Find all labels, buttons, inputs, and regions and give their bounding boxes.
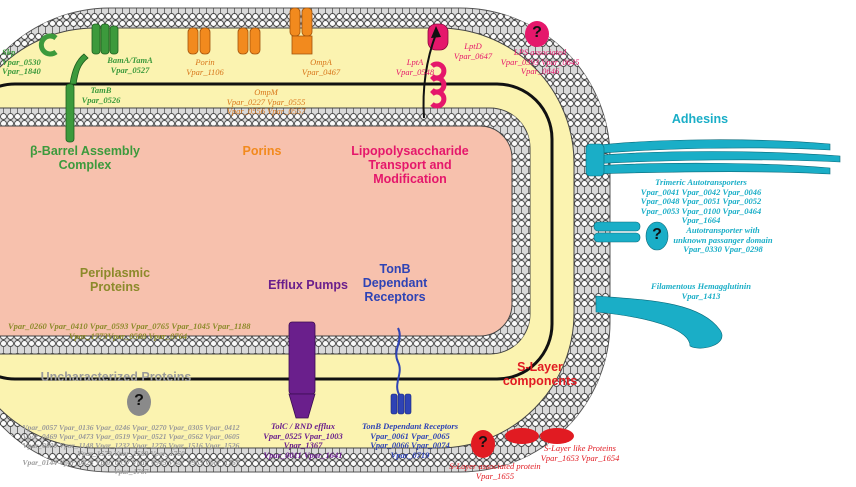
heading-porins: Porins [242,144,282,158]
arrow-head-icon [431,26,441,38]
autotransporter-question-mark: ? [652,226,662,243]
lps-associated-icon [525,21,549,47]
heading-periplasmic: Periplasmic Proteins [79,266,151,294]
heading-adhesins: Adhesins [671,112,729,126]
bama-tamb-icon [65,23,119,143]
filamentous-hemagglutinin-icon [595,295,723,349]
uncharacterized-question-mark: ? [134,392,144,409]
lps-transport-arrow [422,33,437,119]
heading-bam: β-Barrel Assembly Complex [30,144,140,172]
periplasmic-label: Vpar_0260 Vpar_0410 Vpar_0593 Vpar_0765 … [8,321,251,341]
heading-uncharacterized: Uncharacterized Proteins [40,370,192,384]
ompm-icon [237,27,261,55]
heading-lps: Lipopolysaccharide Transport and Modific… [351,144,469,186]
autotransporter-icon [593,221,669,251]
tonb-tether [395,327,401,397]
skp-icon [38,33,58,57]
heading-efflux: Efflux Pumps [268,278,348,292]
cytoplasm [0,125,513,337]
uncharacterized-icon [127,388,151,416]
heading-tonb: TonB Dependant Receptors [362,262,428,304]
porin-icon [187,27,211,55]
lps-question-mark: ? [532,24,542,41]
cell-wall-line [0,82,554,381]
tonb-receptor-icon [390,393,412,415]
uncharacterized-label: Vpar_0057 Vpar_0136 Vpar_0246 Vpar_0270 … [22,423,240,476]
efflux-pump-icon [288,321,316,419]
ompa-icon [289,7,313,55]
s-layer-question-mark: ? [478,434,488,451]
trimeric-autotransporter-icon [585,139,841,177]
s-layer-icon [471,428,574,458]
heading-slayer: S-Layer components [502,360,578,388]
